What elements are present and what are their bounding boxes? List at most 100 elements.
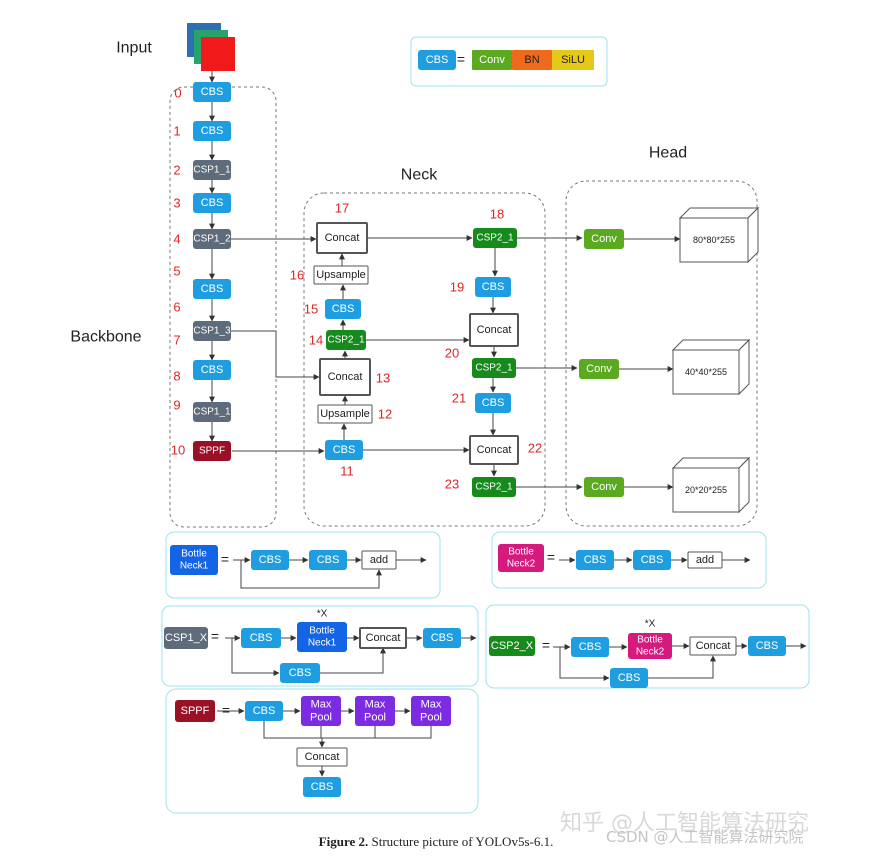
legend-panel: [410, 36, 608, 87]
output-size-label: 40*40*255: [685, 367, 727, 377]
sppf-maxpool-1: [301, 696, 341, 726]
sppf-collect-line: [263, 721, 432, 739]
csp1x-branch-in: [231, 638, 280, 676]
repeat-x-label: *X: [645, 619, 656, 630]
output-cube-front: [672, 349, 740, 395]
legend-equals: =: [457, 51, 465, 67]
neck-upsample-12-label: Upsample: [320, 408, 370, 420]
csp2x-cbs-branch: [610, 668, 648, 688]
backbone-block-2-label: CSP1_1: [193, 165, 231, 176]
head-conv-1: [579, 359, 619, 379]
backbone-block-8-label: CSP1_1: [193, 407, 231, 418]
csp2x-cbs-out: [748, 636, 786, 656]
figure-caption: Figure 2. Structure picture of YOLOv5s-6…: [0, 834, 872, 850]
backbone-block-8: [193, 402, 231, 422]
neck-cbs-21-label: CBS: [482, 397, 505, 409]
legend-conv: [472, 50, 512, 70]
neck-concat-20: [469, 313, 519, 347]
head-conv-1-label: Conv: [586, 363, 612, 375]
csp1x-cbs-branch: [280, 663, 320, 683]
layer-index-6: 6: [173, 300, 180, 315]
watermark-zhihu: 知乎 @人工智能算法研究: [560, 811, 809, 836]
backbone-block-3-label: CBS: [201, 197, 224, 209]
bottleneck1-block-label: Neck1: [180, 561, 209, 572]
csp1x-block-label: CSP1_X: [165, 632, 208, 644]
equals-sign: =: [211, 628, 219, 644]
head-conv-0-label: Conv: [591, 233, 617, 245]
sppf-cbs-out: [303, 777, 341, 797]
bottleneck1-add: [361, 550, 397, 570]
sppf-maxpool-2-label: Pool: [364, 712, 386, 724]
sppf-cbs-in: [245, 701, 283, 721]
caption-text: Structure picture of YOLOv5s-6.1.: [368, 834, 554, 849]
layer-index: 17: [335, 201, 349, 216]
csp2x-cbs-a: [571, 637, 609, 657]
neck-title: Neck: [401, 167, 438, 184]
csp2x-branch-out: [648, 655, 716, 679]
bottleneck2-panel: [491, 531, 767, 589]
neck-upsample-12: [317, 404, 373, 424]
equals-sign: =: [222, 702, 230, 718]
output-cube-side: [738, 338, 750, 396]
input-title: Input: [116, 40, 152, 57]
csp1x-concat: [359, 627, 407, 649]
csp1x-cbs-a-label: CBS: [250, 632, 273, 644]
output-cube-top: [671, 339, 751, 351]
backbone-block-7-label: CBS: [201, 364, 224, 376]
csp2x-cbs-branch-label: CBS: [618, 672, 641, 684]
neck-csp2-20b-label: CSP2_1: [475, 363, 513, 374]
csp1x-concat-label: Concat: [366, 632, 401, 644]
sppf-cbs-out-label: CBS: [311, 781, 334, 793]
bottleneck2-cbs-b-label: CBS: [641, 554, 664, 566]
output-size-label: 20*20*255: [685, 485, 727, 495]
connector-csp1_3-to-concat13: [231, 330, 320, 380]
input-layer-red: [201, 37, 235, 71]
csp2x-branch-in: [559, 647, 610, 681]
watermark-csdn: CSDN @人工智能算法研究院: [606, 828, 804, 846]
output-cube-front: [672, 467, 740, 513]
neck-concat-17-label: Concat: [325, 232, 360, 244]
layer-index: 20: [445, 346, 459, 361]
layer-index-0: 0: [174, 86, 181, 101]
neck-cbs-11-label: CBS: [333, 444, 356, 456]
head-panel: [565, 180, 758, 527]
output-cube-front: [679, 217, 749, 263]
bottleneck1-cbs-a-label: CBS: [259, 554, 282, 566]
repeat-x-label: *X: [317, 609, 328, 620]
csp2x-bottleneck-label: Neck2: [636, 647, 665, 658]
backbone-block-3: [193, 193, 231, 213]
csp2x-cbs-a-label: CBS: [579, 641, 602, 653]
bottleneck2-cbs-a-label: CBS: [584, 554, 607, 566]
layer-index: 21: [452, 391, 466, 406]
layer-index-2: 2: [173, 163, 180, 178]
layer-index: 11: [340, 464, 354, 479]
layer-index: 16: [290, 268, 304, 283]
backbone-title: Backbone: [70, 329, 141, 346]
neck-cbs-19-label: CBS: [482, 281, 505, 293]
layer-index: 15: [304, 302, 318, 317]
sppf-panel: [165, 688, 479, 814]
bottleneck2-cbs-b: [633, 550, 671, 570]
layer-index-5: 5: [173, 264, 180, 279]
legend-cbs-label: CBS: [426, 54, 449, 66]
csp2x-cbs-out-label: CBS: [756, 640, 779, 652]
sppf-maxpool-3-label: Pool: [420, 712, 442, 724]
bottleneck2-add: [687, 551, 723, 569]
bottleneck2-block: [498, 544, 544, 572]
legend-silu-label: SiLU: [561, 54, 585, 66]
csp1x-cbs-a: [241, 628, 281, 648]
legend-bn-label: BN: [524, 54, 539, 66]
bottleneck1-shortcut: [240, 560, 382, 589]
csp1x-bottleneck: [297, 622, 347, 652]
bottleneck2-block-label: Neck2: [507, 559, 536, 570]
csp2x-bottleneck: [628, 633, 672, 659]
sppf-maxpool-1-label: Pool: [310, 712, 332, 724]
backbone-block-5: [193, 279, 231, 299]
layer-index-8: 8: [173, 369, 180, 384]
equals-sign: =: [542, 637, 550, 653]
csp1x-bottleneck-label: Neck1: [308, 638, 337, 649]
neck-csp2-23-label: CSP2_1: [475, 482, 513, 493]
output-cube-side: [747, 206, 759, 264]
head-conv-2-label: Conv: [591, 481, 617, 493]
